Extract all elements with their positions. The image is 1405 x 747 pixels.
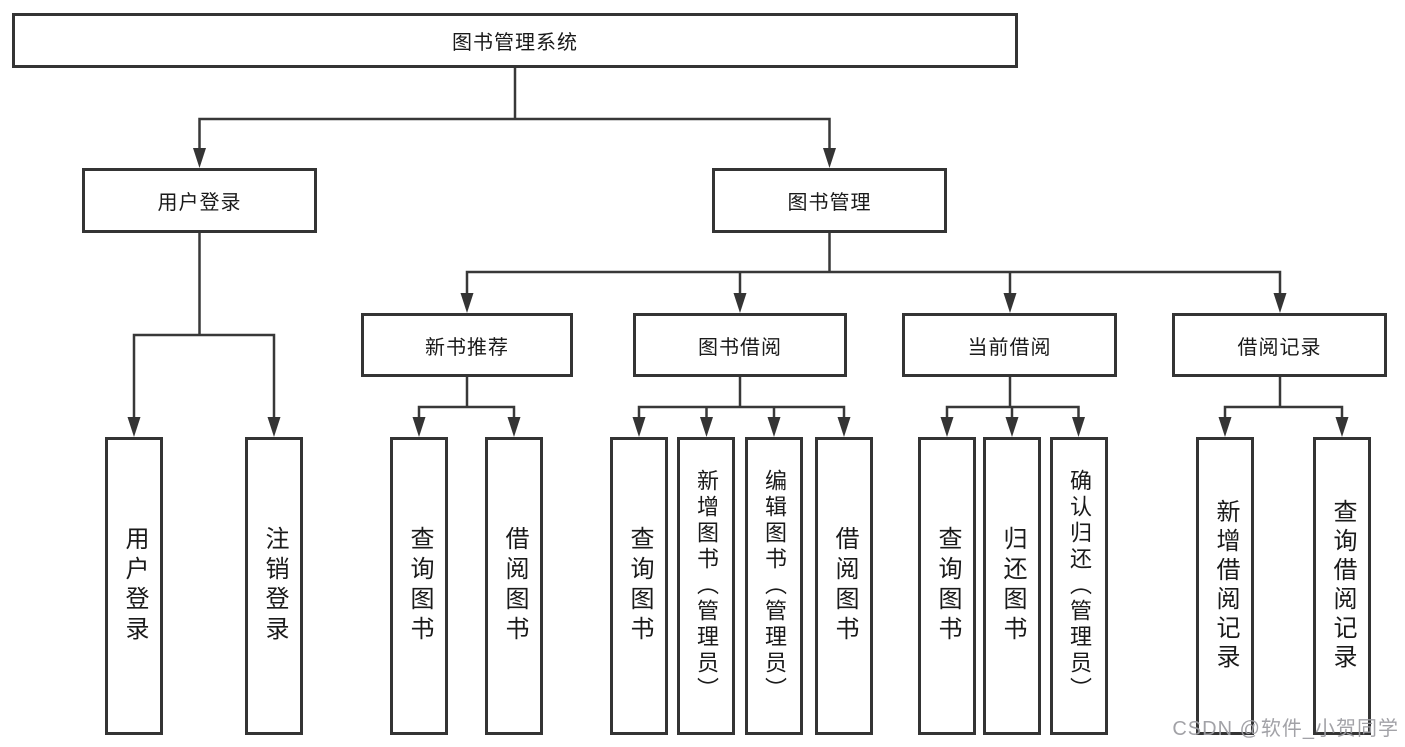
leaf-cb-query-books: 查询图书 [918,437,976,735]
node-label: 查询借阅记录 [1329,499,1356,673]
node-label: 图书管理 [787,192,872,214]
connector-level3-bus [465,270,1282,301]
node-user-login: 用户登录 [82,168,317,233]
arrowhead-icon [1003,293,1017,313]
node-label: 新增借阅记录 [1212,499,1239,673]
node-borrow-records: 借阅记录 [1172,313,1387,377]
connector-br-bus [1223,405,1344,425]
node-label: 查询图书 [406,526,433,646]
node-label: 用户登录 [157,192,242,214]
connector-level2-bus [198,117,831,156]
leaf-bb-edit-books-admin: 编辑图书（管理员） [745,437,803,735]
node-label: 图书管理系统 [452,32,578,54]
arrowhead-icon [767,417,781,437]
arrowhead-icon [1218,417,1232,437]
node-label: 用户登录 [121,526,148,646]
leaf-cb-confirm-return-admin: 确认归还（管理员） [1050,437,1108,735]
node-label: 图书借阅 [698,336,782,359]
node-current-borrowing: 当前借阅 [902,313,1117,377]
leaf-nbr-borrow-books: 借阅图书 [485,437,543,735]
connector-cb-bus [945,405,1080,425]
node-label: 查询图书 [626,526,653,646]
node-label: 借阅图书 [831,526,858,646]
arrowhead-icon [733,293,747,313]
arrowhead-icon [1273,293,1287,313]
arrowhead-icon [823,148,836,168]
node-root-system: 图书管理系统 [12,13,1018,68]
arrowhead-icon [412,417,426,437]
node-label: 借阅图书 [501,526,528,646]
node-label: 查询图书 [934,526,961,646]
connector-user-login-bus [132,333,276,425]
node-label: 新增图书（管理员） [694,469,719,703]
node-new-book-recommend: 新书推荐 [361,313,573,377]
leaf-br-add-record: 新增借阅记录 [1196,437,1254,735]
csdn-watermark: CSDN @软件_小贺同学 [1172,718,1399,740]
leaf-logout-login: 注销登录 [245,437,303,735]
arrowhead-icon [507,417,521,437]
arrowhead-icon [1072,417,1085,437]
leaf-cb-return-books: 归还图书 [983,437,1041,735]
node-book-borrowing: 图书借阅 [633,313,847,377]
arrowhead-icon [1335,417,1349,437]
leaf-bb-add-books-admin: 新增图书（管理员） [677,437,735,735]
arrowhead-icon [127,417,141,437]
node-label: 借阅记录 [1237,336,1322,359]
node-label: 编辑图书（管理员） [762,469,787,703]
arrowhead-icon [632,417,646,437]
arrowhead-icon [940,417,954,437]
arrowhead-icon [700,417,713,437]
arrowhead-icon [460,293,474,313]
arrowhead-icon [837,417,851,437]
node-label: 归还图书 [999,526,1026,646]
node-label: 新书推荐 [425,336,509,359]
leaf-bb-borrow-books: 借阅图书 [815,437,873,735]
node-label: 当前借阅 [967,336,1052,359]
leaf-bb-query-books: 查询图书 [610,437,668,735]
arrowhead-icon [267,417,281,437]
leaf-user-login: 用户登录 [105,437,163,735]
connector-bb-bus [637,405,846,425]
connector-nbr-bus [417,405,516,425]
arrowhead-icon [1005,417,1019,437]
arrowhead-icon [193,148,206,168]
node-label: 确认归还（管理员） [1067,469,1092,703]
leaf-nbr-query-books: 查询图书 [390,437,448,735]
node-label: 注销登录 [261,526,288,646]
node-book-management: 图书管理 [712,168,947,233]
leaf-br-query-record: 查询借阅记录 [1313,437,1371,735]
